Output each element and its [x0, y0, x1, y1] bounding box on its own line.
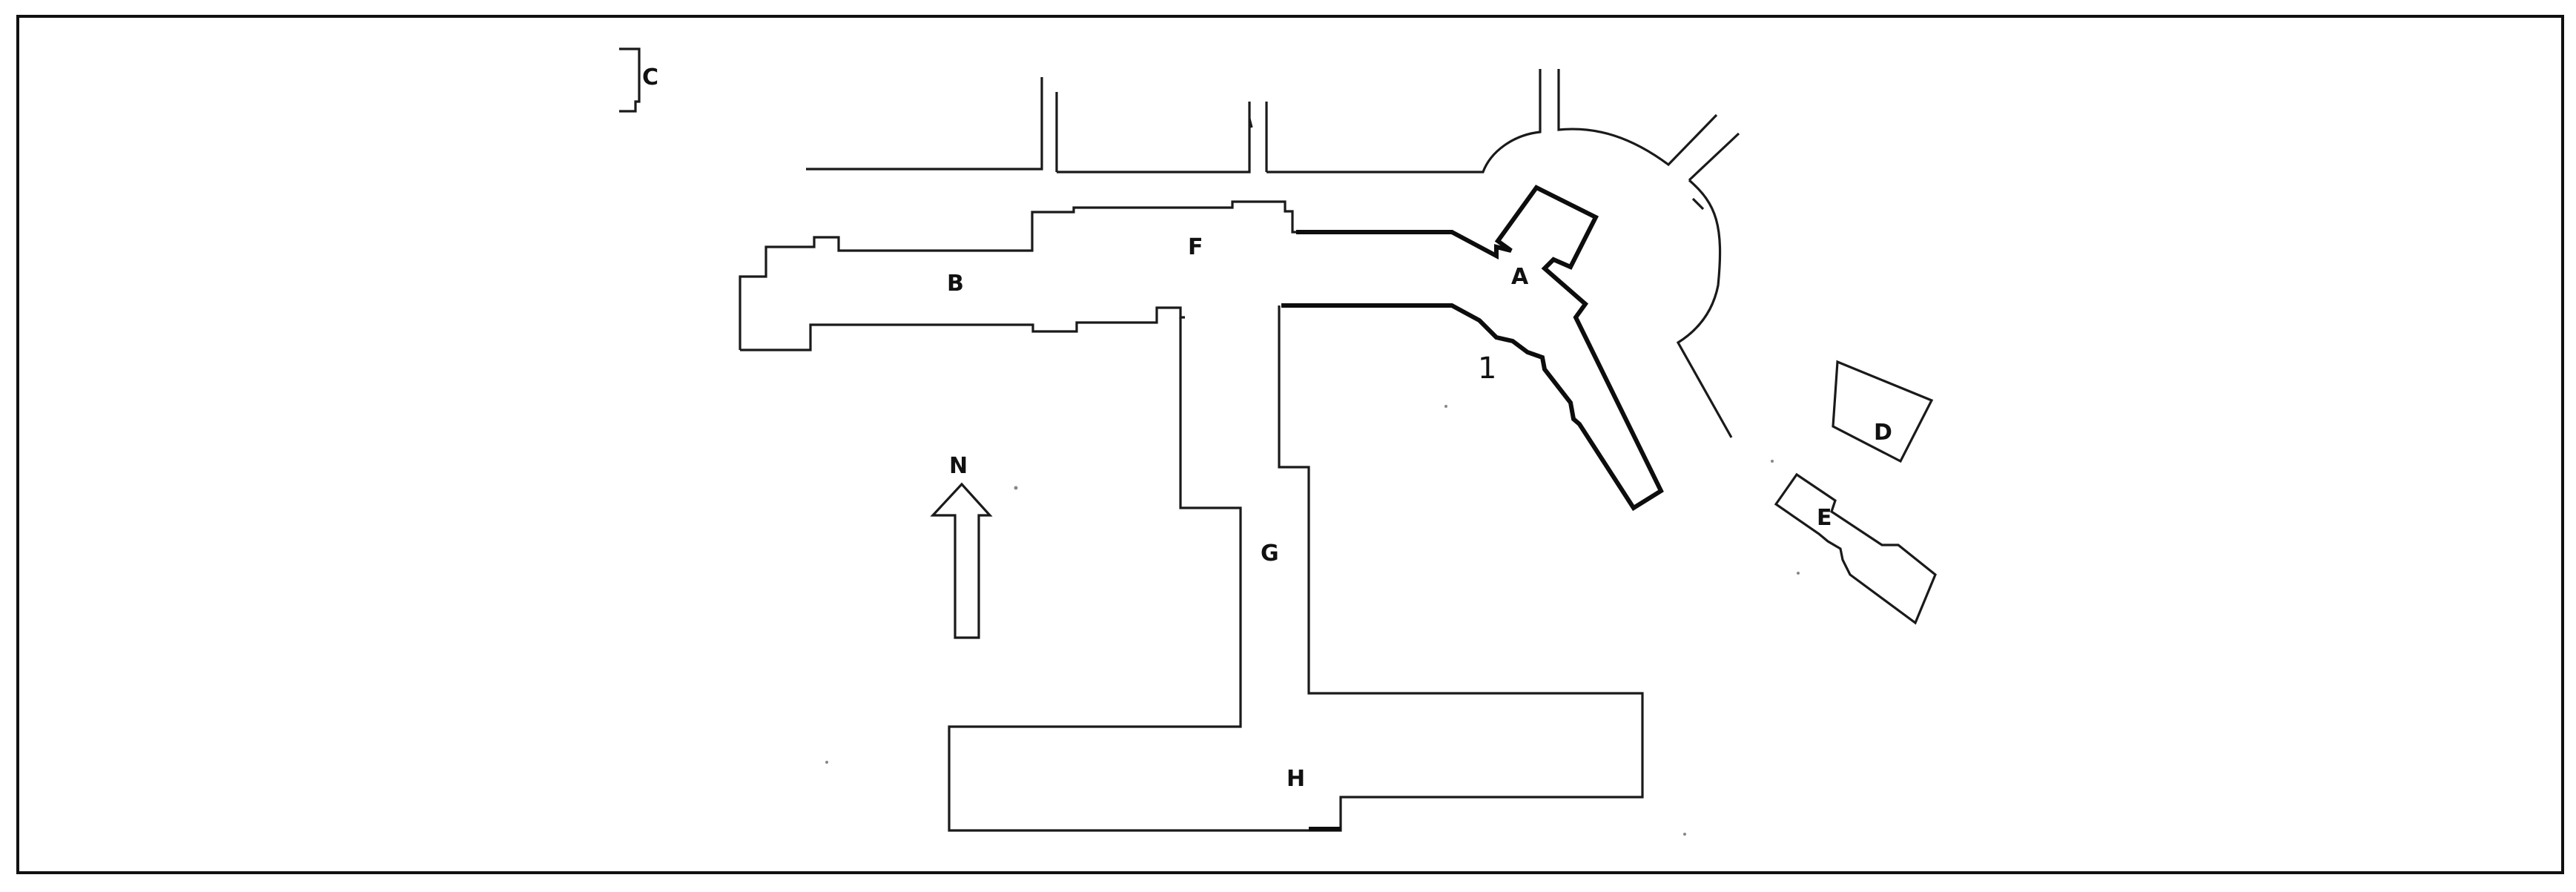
building-e: E	[1774, 472, 1937, 625]
building-b-f: B F	[739, 200, 1296, 351]
building-d: D	[1832, 360, 1934, 463]
building-c: C	[619, 47, 658, 113]
label-h: H	[1287, 766, 1305, 792]
roads	[806, 69, 1740, 438]
label-e: E	[1817, 505, 1832, 531]
label-c: C	[642, 65, 658, 90]
label-d: D	[1874, 420, 1892, 446]
label-b: B	[947, 271, 964, 297]
label-1: 1	[1478, 351, 1496, 386]
label-g: G	[1261, 541, 1279, 566]
label-f: F	[1188, 234, 1203, 260]
label-a: A	[1511, 264, 1529, 290]
north-label: N	[949, 453, 968, 479]
north-arrow-icon: N	[930, 453, 993, 639]
building-a: A 1	[1281, 185, 1664, 512]
building-g-h: G H	[948, 305, 1644, 832]
paper-specks	[825, 405, 1800, 836]
drawing-frame	[16, 15, 2564, 874]
